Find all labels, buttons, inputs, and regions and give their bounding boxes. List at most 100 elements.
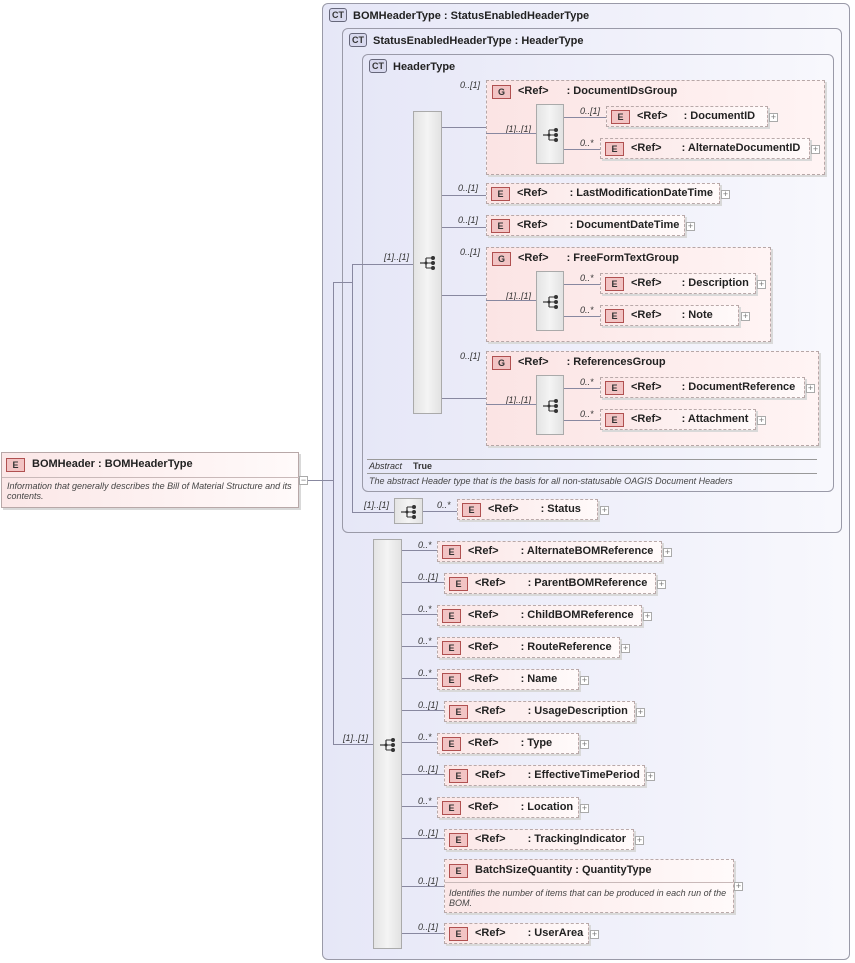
bom-sequence-element[interactable]: E<Ref>: EffectiveTimePeriod (444, 765, 645, 786)
plus-icon[interactable]: + (769, 112, 778, 122)
element-icon: E (449, 864, 468, 878)
card: 0..* (418, 796, 432, 806)
plus-icon[interactable]: + (580, 739, 589, 749)
element-documentreference[interactable]: E<Ref>: DocumentReference (600, 377, 805, 398)
plus-icon[interactable]: + (663, 547, 672, 557)
element-name: : Type (520, 737, 553, 749)
bom-sequence-element[interactable]: E<Ref>: UsageDescription (444, 701, 635, 722)
element-icon: E (462, 503, 481, 517)
freeformtext-sequence[interactable] (536, 271, 564, 331)
ref-label: <Ref> (468, 641, 499, 653)
element-icon: E (605, 277, 624, 291)
bom-sequence-element[interactable]: E<Ref>: Location (437, 797, 579, 818)
plus-icon[interactable]: + (590, 929, 599, 939)
bomheadertype-name: BOMHeaderType (353, 10, 441, 22)
element-icon: E (605, 142, 624, 156)
element-icon: E (449, 705, 468, 719)
card: 0..[1] (458, 215, 479, 225)
element-icon: E (449, 577, 468, 591)
bom-sequence-element[interactable]: E<Ref>: RouteReference (437, 637, 620, 658)
group-name: : DocumentIDsGroup (566, 85, 678, 97)
card: [1]..[1] (506, 395, 532, 405)
sequence-compositor-icon (380, 738, 395, 752)
sequence-compositor-icon (401, 505, 416, 519)
element-name: : TrackingIndicator (527, 833, 626, 845)
plus-icon[interactable]: + (734, 881, 743, 891)
card: [1]..[1] (364, 500, 390, 510)
element-lastmodificationdatetime[interactable]: E<Ref>: LastModificationDateTime (486, 183, 720, 204)
documentids-sequence[interactable] (536, 104, 564, 164)
ref-label: <Ref> (468, 737, 499, 749)
plus-icon[interactable]: + (811, 144, 820, 154)
element-documentid[interactable]: E<Ref>: DocumentID (606, 106, 768, 127)
card: 0..* (437, 500, 451, 510)
references-sequence[interactable] (536, 375, 564, 435)
bom-sequence-element[interactable]: E<Ref>: Name (437, 669, 579, 690)
bom-sequence-element[interactable]: E<Ref>: AlternateBOMReference (437, 541, 662, 562)
plus-icon[interactable]: + (635, 835, 644, 845)
element-description[interactable]: E<Ref>: Description (600, 273, 756, 294)
element-type: : QuantityType (575, 864, 652, 876)
bom-sequence-element[interactable]: E<Ref>: TrackingIndicator (444, 829, 634, 850)
bom-sequence-element[interactable]: E<Ref>: Type (437, 733, 579, 754)
plus-icon[interactable]: + (657, 579, 666, 589)
ref-label: <Ref> (518, 356, 549, 368)
plus-icon[interactable]: + (806, 383, 815, 393)
plus-icon[interactable]: + (600, 505, 609, 515)
card: 0..[1] (418, 922, 439, 932)
element-icon: E (449, 927, 468, 941)
element-name: : DocumentDateTime (569, 219, 680, 231)
ref-label: <Ref> (631, 309, 662, 321)
element-name: : Status (540, 503, 581, 515)
bom-sequence-element[interactable]: E<Ref>: ParentBOMReference (444, 573, 656, 594)
card: 0..* (580, 409, 594, 419)
group-freeformtextgroup[interactable]: G<Ref>: FreeFormTextGroup (486, 247, 771, 342)
plus-icon[interactable]: + (621, 643, 630, 653)
element-name: : UsageDescription (527, 705, 628, 717)
element-alternatedocumentid[interactable]: E<Ref>: AlternateDocumentID (600, 138, 810, 159)
element-name: : ParentBOMReference (527, 577, 648, 589)
element-note[interactable]: E<Ref>: Note (600, 305, 739, 326)
element-documentdatetime[interactable]: E<Ref>: DocumentDateTime (486, 215, 685, 236)
card: 0..* (418, 668, 432, 678)
card: 0..* (580, 377, 594, 387)
element-icon: E (449, 833, 468, 847)
element-name: : Location (520, 801, 574, 813)
plus-icon[interactable]: + (646, 771, 655, 781)
headertype-sequence[interactable] (413, 111, 442, 414)
plus-icon[interactable]: + (741, 311, 750, 321)
card: 0..* (418, 732, 432, 742)
plus-icon[interactable]: + (686, 221, 695, 231)
minus-icon[interactable]: − (299, 475, 308, 485)
element-userarea[interactable]: E<Ref>: UserArea (444, 923, 589, 944)
status-sequence[interactable] (394, 498, 423, 524)
bom-sequence[interactable] (373, 539, 402, 949)
abstract-value: True (413, 461, 433, 471)
element-icon: E (611, 110, 630, 124)
root-name: BOMHeader (32, 458, 95, 470)
element-name: : ChildBOMReference (520, 609, 634, 621)
element-name: BatchSizeQuantity (475, 864, 573, 876)
plus-icon[interactable]: + (636, 707, 645, 717)
element-status[interactable]: E <Ref> : Status (457, 499, 598, 520)
card: 0..[1] (418, 700, 439, 710)
plus-icon[interactable]: + (580, 675, 589, 685)
group-name: : FreeFormTextGroup (566, 252, 679, 264)
element-icon: E (605, 309, 624, 323)
ref-label: <Ref> (488, 503, 519, 515)
headertype-name: HeaderType (393, 61, 456, 73)
plus-icon[interactable]: + (580, 803, 589, 813)
plus-icon[interactable]: + (757, 415, 766, 425)
group-name: : ReferencesGroup (566, 356, 666, 368)
bom-sequence-element[interactable]: E<Ref>: ChildBOMReference (437, 605, 642, 626)
statusenabledheadertype-name: StatusEnabledHeaderType (373, 35, 512, 47)
element-icon: E (6, 458, 25, 472)
plus-icon[interactable]: + (757, 279, 766, 289)
plus-icon[interactable]: + (721, 189, 730, 199)
element-name: : EffectiveTimePeriod (527, 769, 640, 781)
plus-icon[interactable]: + (643, 611, 652, 621)
element-attachment[interactable]: E<Ref>: Attachment (600, 409, 756, 430)
